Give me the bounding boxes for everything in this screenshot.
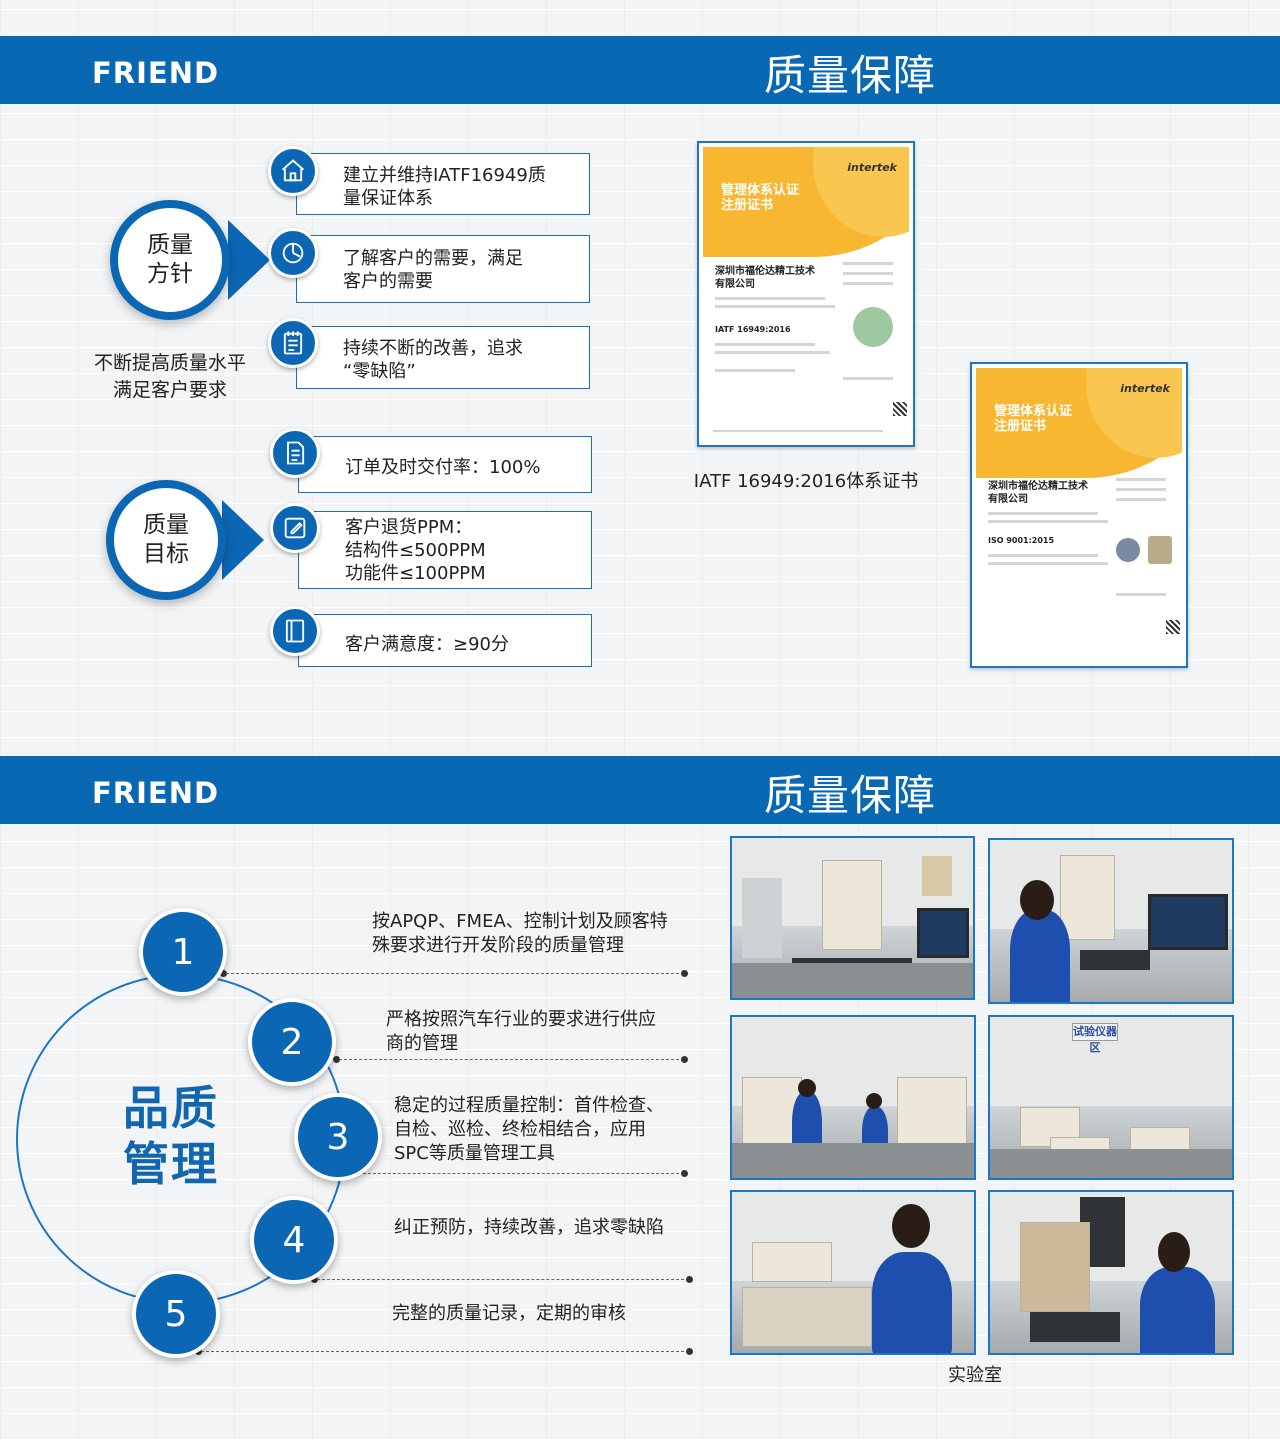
lab-photo-6 bbox=[988, 1190, 1234, 1355]
quality-policy-circle: 质量 方针 bbox=[110, 200, 230, 320]
brand-logo: FRIEND bbox=[92, 56, 220, 90]
step-number-5: 5 bbox=[132, 1270, 220, 1358]
goal-item-text: 客户满意度：≥90分 bbox=[345, 634, 509, 655]
policy-caption: 不断提高质量水平 满足客户要求 bbox=[93, 352, 246, 401]
lab-photo-3 bbox=[730, 1015, 976, 1180]
goal-item-3: 客户满意度：≥90分 bbox=[298, 614, 592, 667]
qr-code bbox=[1166, 620, 1180, 634]
policy-item-3: 持续不断的改善，追求 “零缺陷” bbox=[296, 326, 590, 389]
certificate-seal bbox=[853, 307, 893, 347]
lab-photo-1 bbox=[730, 836, 975, 1000]
step-divider-2 bbox=[339, 1059, 684, 1060]
goal-item-text: 客户退货PPM： 结构件≤500PPM 功能件≤100PPM bbox=[345, 517, 486, 584]
certificate-iatf: intertek 管理体系认证 注册证书 深圳市福伦达精工技术 有限公司 IAT… bbox=[697, 141, 915, 447]
home-icon bbox=[268, 146, 318, 196]
certificate-standard: IATF 16949:2016 bbox=[715, 325, 791, 334]
certificate-company: 深圳市福伦达精工技术 有限公司 bbox=[715, 266, 815, 290]
step-divider-1 bbox=[226, 973, 684, 974]
policy-item-2: 了解客户的需要，满足 客户的需要 bbox=[296, 235, 590, 303]
second-banner: FRIEND 质量保障 bbox=[0, 756, 1280, 824]
document-icon bbox=[270, 428, 320, 478]
policy-item-text: 建立并维持IATF16949质 量保证体系 bbox=[343, 165, 546, 209]
certificate-standard: ISO 9001:2015 bbox=[988, 536, 1055, 545]
step-text-1: 按APQP、FMEA、控制计划及顾客特 殊要求进行开发阶段的质量管理 bbox=[372, 911, 668, 956]
step-divider-5 bbox=[201, 1351, 689, 1352]
lab-caption: 实验室 bbox=[948, 1365, 1002, 1386]
intertek-logo: intertek bbox=[847, 161, 897, 174]
certificate-caption: IATF 16949:2016体系证书 bbox=[693, 471, 919, 492]
clipboard-icon bbox=[268, 318, 318, 368]
quality-policy-label: 质量 方针 bbox=[147, 232, 193, 287]
goal-item-2: 客户退货PPM： 结构件≤500PPM 功能件≤100PPM bbox=[298, 511, 592, 589]
step-divider-4 bbox=[317, 1279, 689, 1280]
certificate-heading: 管理体系认证 注册证书 bbox=[721, 183, 800, 213]
quality-goal-circle: 质量 目标 bbox=[106, 480, 226, 600]
certificate-company: 深圳市福伦达精工技术 有限公司 bbox=[988, 481, 1088, 505]
lab-sign: 试验仪器区 bbox=[1072, 1023, 1118, 1054]
edit-icon bbox=[270, 503, 320, 553]
qr-code bbox=[893, 402, 907, 416]
certificate-heading: 管理体系认证 注册证书 bbox=[994, 404, 1073, 434]
step-number-1: 1 bbox=[139, 908, 227, 996]
section-title: 质量保障 bbox=[764, 771, 937, 820]
section-title: 质量保障 bbox=[764, 51, 937, 100]
quality-management-title: 品质 管理 bbox=[123, 1081, 219, 1191]
intertek-logo: intertek bbox=[1120, 382, 1170, 395]
goal-arrow bbox=[222, 500, 264, 580]
book-icon bbox=[270, 606, 320, 656]
top-banner: FRIEND 质量保障 bbox=[0, 36, 1280, 104]
step-number-3: 3 bbox=[294, 1093, 382, 1181]
certificate-seal bbox=[1116, 538, 1140, 562]
policy-arrow bbox=[228, 220, 270, 300]
goal-item-text: 订单及时交付率：100% bbox=[345, 457, 541, 478]
policy-item-1: 建立并维持IATF16949质 量保证体系 bbox=[296, 153, 590, 215]
step-text-3: 稳定的过程质量控制：首件检查、 自检、巡检、终检相结合，应用 SPC等质量管理工… bbox=[394, 1095, 664, 1164]
policy-item-text: 持续不断的改善，追求 “零缺陷” bbox=[343, 338, 523, 382]
brand-logo: FRIEND bbox=[92, 776, 220, 810]
lab-photo-2 bbox=[988, 838, 1234, 1004]
pie-chart-icon bbox=[268, 228, 318, 278]
step-text-5: 完整的质量记录，定期的审核 bbox=[392, 1303, 626, 1324]
step-number-2: 2 bbox=[248, 998, 336, 1086]
policy-item-text: 了解客户的需要，满足 客户的需要 bbox=[343, 248, 523, 292]
certificate-iso: intertek 管理体系认证 注册证书 深圳市福伦达精工技术 有限公司 ISO… bbox=[970, 362, 1188, 668]
goal-item-1: 订单及时交付率：100% bbox=[298, 436, 592, 493]
step-divider-3 bbox=[358, 1173, 684, 1174]
step-text-4: 纠正预防，持续改善，追求零缺陷 bbox=[394, 1217, 664, 1238]
step-number-4: 4 bbox=[250, 1196, 338, 1284]
step-text-2: 严格按照汽车行业的要求进行供应 商的管理 bbox=[386, 1009, 656, 1054]
lab-photo-5 bbox=[730, 1190, 976, 1355]
quality-goal-label: 质量 目标 bbox=[143, 512, 189, 567]
lab-photo-4: 试验仪器区 bbox=[988, 1015, 1234, 1180]
